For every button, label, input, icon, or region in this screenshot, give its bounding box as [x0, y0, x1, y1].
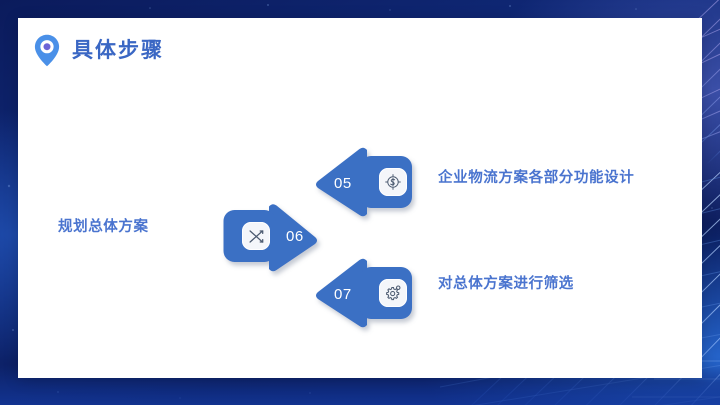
gear-icon — [386, 285, 401, 301]
node-05-number: 05 — [334, 175, 352, 192]
page-title: 具体步骤 — [72, 39, 164, 62]
label-bottom-right-screening: 对总体方案进行筛选 — [438, 276, 574, 292]
shuffle-icon — [248, 229, 263, 243]
money-target-icon — [385, 174, 401, 190]
page-header: 具体步骤 — [34, 34, 164, 67]
location-pin-icon — [34, 34, 60, 67]
content-card: 具体步骤 — [18, 18, 702, 378]
process-node-07[interactable]: 07 — [313, 254, 438, 332]
process-diagram: 06 — [18, 18, 702, 378]
node-07-shape — [316, 258, 412, 328]
process-node-05[interactable]: 05 — [313, 143, 438, 221]
node-05-shape — [316, 147, 412, 217]
label-top-right-function-design: 企业物流方案各部分功能设计 — [438, 170, 635, 186]
node-05-icon-plate — [379, 168, 407, 196]
process-node-06[interactable]: 06 — [223, 198, 343, 274]
node-07-icon-plate — [379, 279, 407, 307]
label-left-plan: 规划总体方案 — [58, 219, 149, 235]
node-06-number: 06 — [286, 228, 304, 245]
node-07-number: 07 — [334, 286, 352, 303]
node-06-icon-plate — [242, 222, 270, 250]
